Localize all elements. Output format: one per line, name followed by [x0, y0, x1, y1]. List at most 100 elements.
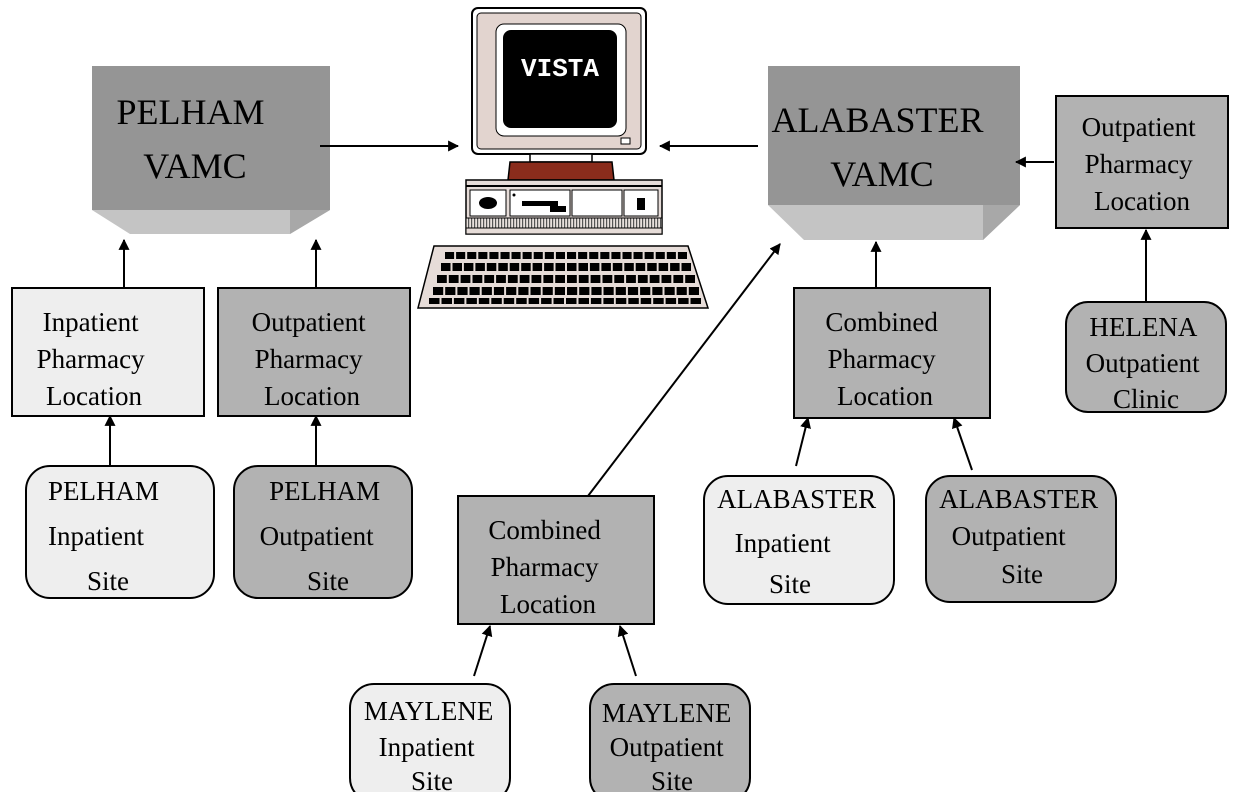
keyboard-key — [481, 287, 492, 295]
alabaster-inpatient-site-label: ALABASTER Inpatient Site — [717, 484, 883, 599]
keyboard-key — [518, 287, 529, 295]
keyboard-key — [532, 263, 543, 271]
keyboard-key — [511, 252, 521, 259]
keyboard-key — [600, 252, 610, 259]
keyboard-key — [491, 298, 502, 304]
pelham-vamc-label: PELHAM VAMC — [116, 92, 273, 186]
keyboard-key — [541, 298, 552, 304]
helena-clinic-box: HELENA Outpatient Clinic — [1065, 301, 1227, 414]
keyboard-key — [448, 275, 459, 283]
pelham-inpatient-site-label: PELHAM Inpatient Site — [48, 476, 166, 596]
alabaster-outpatient-site-label: ALABASTER Outpatient Site — [939, 484, 1105, 589]
keyboard-key — [666, 252, 676, 259]
keyboard-key — [658, 263, 669, 271]
alabaster-block-front-face — [768, 66, 1020, 205]
keyboard-key — [690, 298, 701, 304]
keyboard-key — [603, 287, 614, 295]
keyboard-key — [628, 298, 639, 304]
power-switch-icon — [637, 198, 645, 210]
keyboard-key — [652, 287, 663, 295]
keyboard-key — [567, 252, 577, 259]
keyboard-key — [452, 263, 462, 271]
keyboard-key — [531, 275, 542, 283]
keyboard-key — [467, 252, 477, 259]
maylene-inpatient-site-box: MAYLENE Inpatient Site — [349, 683, 511, 792]
keyboard-key — [457, 287, 468, 295]
keyboard-key — [688, 287, 699, 295]
keyboard-key — [677, 252, 687, 259]
alabaster-combined-location-box: Combined Pharmacy Location — [793, 287, 991, 419]
keyboard-key — [653, 298, 664, 304]
keyboard-key — [627, 287, 639, 295]
keyboard-key — [433, 287, 444, 295]
keyboard-key — [429, 298, 440, 304]
maylene-combined-location-box: Combined Pharmacy Location — [457, 495, 655, 625]
connector-arrows — [104, 140, 1152, 677]
keyboard-key — [633, 252, 643, 259]
keyboard-key — [506, 287, 517, 295]
keyboard-key — [578, 275, 589, 283]
keyboard-key — [466, 298, 477, 304]
keyboard-key — [602, 275, 613, 283]
keyboard-key — [489, 252, 499, 259]
system-unit-vents — [465, 217, 663, 229]
keyboard-key — [472, 275, 483, 283]
keyboard-key — [544, 252, 554, 259]
floppy-eject-icon — [550, 206, 566, 212]
maylene-combined-location-label: Combined Pharmacy Location — [488, 515, 607, 619]
keyboard-key — [567, 263, 577, 271]
keyboard-key — [673, 275, 684, 283]
keyboard-key — [463, 263, 474, 271]
keyboard-key — [601, 263, 611, 271]
alabaster-vamc-block: ALABASTER VAMC — [768, 66, 1020, 240]
keyboard-key — [591, 287, 602, 295]
arrow-alabaster-inpatient-up — [795, 416, 811, 467]
keyboard-key — [578, 263, 588, 271]
pelham-inpatient-location-label: Inpatient Pharmacy Location — [37, 307, 152, 411]
keyboard-key — [678, 298, 689, 304]
keyboard-key — [528, 298, 540, 304]
keyboard-key — [498, 263, 508, 271]
power-led-icon — [620, 137, 631, 145]
keyboard-key — [500, 252, 510, 259]
keyboard-key — [516, 298, 527, 304]
arrow-maylene-inpatient-up — [473, 624, 493, 677]
pelham-outpatient-site-label: PELHAM Outpatient Site — [260, 476, 387, 596]
pelham-inpatient-site-box: PELHAM Inpatient Site — [25, 465, 215, 599]
keyboard-key — [624, 263, 634, 271]
keyboard-key — [555, 252, 565, 259]
keyboard-key — [589, 252, 599, 259]
keyboard-key — [649, 275, 660, 283]
keyboard-key — [496, 275, 506, 283]
keyboard-key — [676, 287, 687, 295]
keyboard-key — [589, 263, 600, 271]
keyboard-key — [578, 298, 589, 304]
keyboard-key — [635, 263, 646, 271]
keyboard-key — [543, 275, 554, 283]
keyboard-key — [566, 298, 577, 304]
keyboard-key — [533, 252, 543, 259]
pelham-inpatient-location-box: Inpatient Pharmacy Location — [11, 287, 205, 417]
keyboard-key — [478, 252, 488, 259]
keyboard-key — [503, 298, 515, 304]
keyboard-key — [644, 252, 654, 259]
alabaster-combined-location-label: Combined Pharmacy Location — [825, 307, 944, 411]
keyboard-key — [453, 298, 465, 304]
keyboard-key — [507, 275, 518, 283]
monitor-screen — [503, 30, 617, 128]
floppy-slot-icon — [522, 201, 558, 206]
arrow-alabaster-outpatient-up — [952, 416, 973, 471]
maylene-outpatient-site-label: MAYLENE Outpatient Site — [602, 698, 738, 792]
keyboard-key — [486, 263, 497, 271]
arrow-maylene-outpatient-up — [617, 624, 637, 677]
vista-label: VISTA — [521, 54, 599, 84]
keyboard-key — [478, 298, 490, 304]
keyboard-key — [555, 263, 565, 271]
keyboard-key — [622, 252, 632, 259]
alabaster-inpatient-site-box: ALABASTER Inpatient Site — [703, 475, 895, 605]
keyboard-key — [519, 275, 530, 283]
alabaster-block-bottom-face — [768, 205, 1020, 240]
keyboard-key — [469, 287, 480, 295]
keyboard-key — [555, 275, 565, 283]
keyboard-key — [590, 298, 602, 304]
